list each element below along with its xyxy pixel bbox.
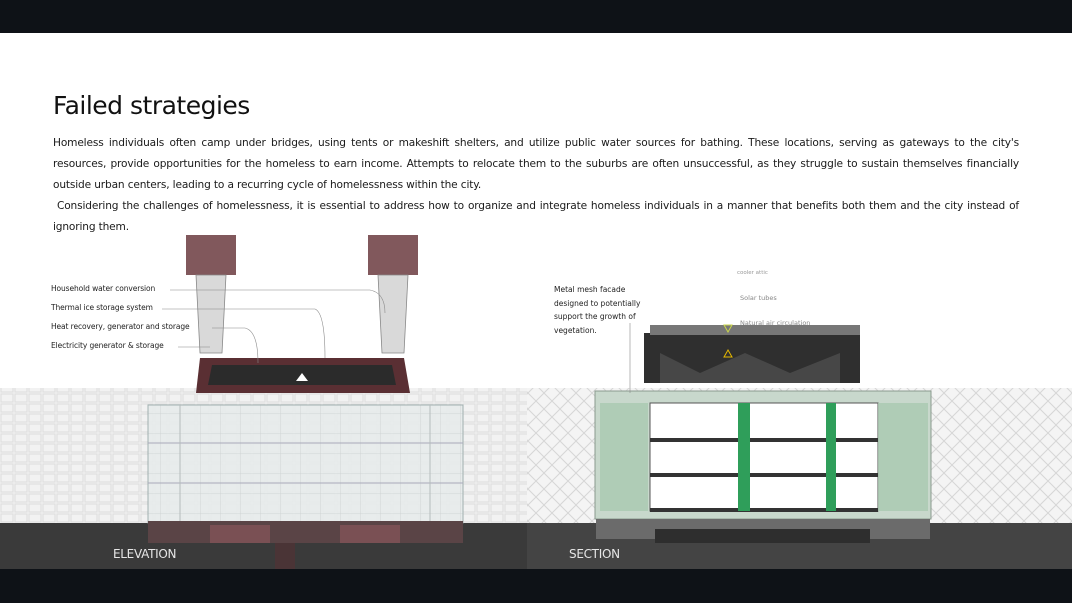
bottom-letterbox-bar bbox=[0, 569, 1072, 603]
triangle-down-icon bbox=[723, 324, 733, 334]
elevation-building bbox=[147, 235, 464, 569]
triangle-up-icon bbox=[723, 348, 733, 358]
annotation-household-water: Household water conversion bbox=[51, 284, 156, 293]
presentation-slide: Failed strategies Homeless individuals o… bbox=[0, 33, 1072, 569]
annotation-electricity: Electricity generator & storage bbox=[51, 341, 164, 350]
architectural-drawing: Household water conversion Thermal ice s… bbox=[0, 233, 1072, 569]
section-label: SECTION bbox=[569, 547, 620, 561]
mesh-facade-note: Metal mesh facade designed to potentiall… bbox=[554, 285, 641, 335]
section-building bbox=[594, 325, 932, 543]
annotation-thermal-ice: Thermal ice storage system bbox=[51, 303, 153, 312]
paragraph-2: Considering the challenges of homelessne… bbox=[53, 200, 1023, 233]
legend-solar-tubes: Solar tubes bbox=[740, 294, 777, 302]
annotation-heat-recovery: Heat recovery, generator and storage bbox=[51, 322, 190, 331]
top-letterbox-bar bbox=[0, 0, 1072, 33]
drawing-canvas bbox=[0, 235, 1072, 569]
slide-title: Failed strategies bbox=[53, 91, 250, 120]
paragraph-1: Homeless individuals often camp under br… bbox=[53, 137, 1019, 191]
elevation-leader-lines bbox=[162, 289, 386, 364]
legend-title: cooler attic bbox=[737, 270, 768, 276]
legend-natural-air: Natural air circulation bbox=[740, 319, 811, 327]
slide-body-text: Homeless individuals often camp under br… bbox=[53, 133, 1019, 238]
elevation-label: ELEVATION bbox=[113, 547, 177, 561]
